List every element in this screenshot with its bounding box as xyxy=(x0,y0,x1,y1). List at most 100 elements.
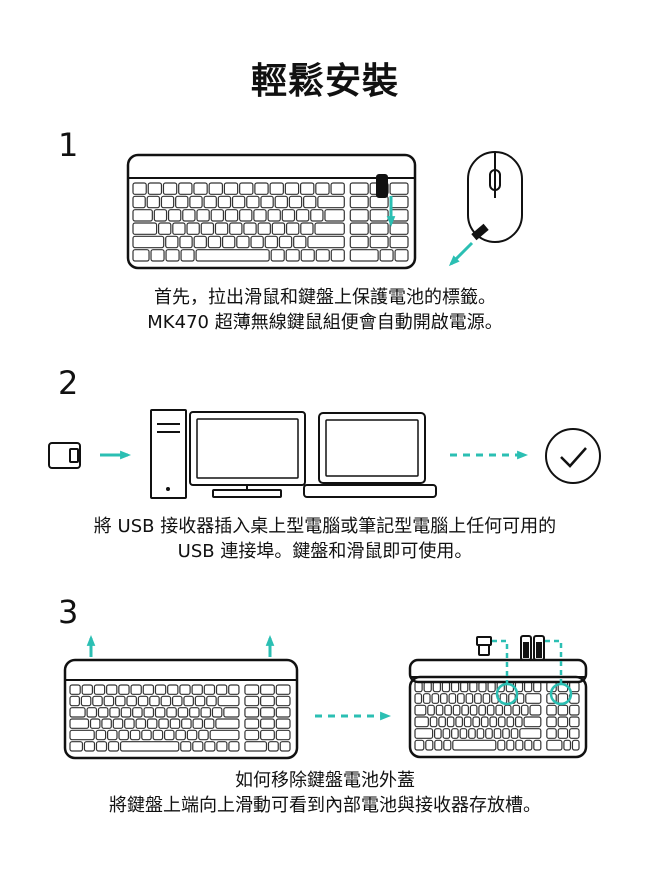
key xyxy=(137,695,149,707)
key xyxy=(307,235,345,249)
key xyxy=(192,718,204,729)
key xyxy=(228,741,240,752)
key xyxy=(157,222,172,235)
numpad-key xyxy=(379,249,394,262)
numpad-key xyxy=(260,707,275,718)
key xyxy=(243,222,257,235)
key xyxy=(414,693,423,704)
key xyxy=(132,182,147,195)
dashed-guide-receiver xyxy=(492,639,509,684)
receiver-slot-highlight xyxy=(495,682,519,706)
key xyxy=(254,182,269,195)
key xyxy=(448,693,457,704)
key xyxy=(179,235,193,249)
mouse-wheel xyxy=(489,169,501,191)
page-title: 輕鬆安裝 xyxy=(250,61,399,102)
key xyxy=(236,235,250,249)
key xyxy=(178,182,193,195)
usb-receiver-icon xyxy=(48,442,81,469)
key xyxy=(198,729,209,741)
key xyxy=(216,741,228,752)
battery-fill xyxy=(523,642,529,658)
slide-up-arrow-right-head xyxy=(265,635,275,646)
battery-slot-highlight xyxy=(549,682,573,706)
step-1-caption: 首先，拉出滑鼠和鍵盤上保護電池的標籤。 MK470 超薄無線鍵鼠組便會自動開啟電… xyxy=(0,285,650,335)
monitor-stand xyxy=(212,489,282,498)
numpad-key xyxy=(389,195,409,209)
key xyxy=(433,728,442,739)
numpad-key xyxy=(557,704,569,716)
key xyxy=(239,182,254,195)
key xyxy=(533,739,542,751)
key xyxy=(132,195,146,209)
step-2-line-1: 將 USB 接收器插入桌上型電腦或筆記型電腦上任何可用的 xyxy=(93,516,557,537)
key xyxy=(179,684,191,695)
numpad-key xyxy=(369,235,389,249)
key xyxy=(114,695,126,707)
key xyxy=(175,729,186,741)
numpad-key xyxy=(557,716,569,728)
numpad-key xyxy=(394,249,409,262)
laptop-screen xyxy=(325,419,419,477)
key xyxy=(182,209,196,222)
key xyxy=(422,693,431,704)
key xyxy=(224,209,239,222)
key xyxy=(189,195,203,209)
key xyxy=(432,681,441,693)
key xyxy=(158,718,169,729)
usb-receiver-plug xyxy=(69,448,79,463)
key xyxy=(180,741,192,752)
key xyxy=(231,195,246,209)
key xyxy=(196,209,210,222)
numpad-key xyxy=(546,739,563,751)
key xyxy=(209,729,240,741)
key xyxy=(450,681,460,693)
key xyxy=(506,716,515,728)
key xyxy=(253,209,267,222)
battery-tab-keyboard xyxy=(376,174,388,198)
numpad-key xyxy=(369,222,389,235)
numpad-key xyxy=(546,728,557,739)
key xyxy=(183,695,194,707)
key xyxy=(486,704,495,716)
numpad-key xyxy=(563,739,572,751)
numpad-key xyxy=(389,222,409,235)
numpad-key xyxy=(275,707,291,718)
key xyxy=(163,729,175,741)
key xyxy=(132,209,153,222)
numpad-key xyxy=(267,741,279,752)
monitor xyxy=(189,411,306,486)
key xyxy=(207,235,222,249)
key xyxy=(160,195,175,209)
step-2-line-2: USB 連接埠。鍵盤和滑鼠即可使用。 xyxy=(177,541,473,562)
key xyxy=(126,695,137,707)
numpad-key xyxy=(349,182,369,195)
key xyxy=(146,195,161,209)
key xyxy=(95,729,107,741)
pull-arrow-keyboard-head xyxy=(386,216,396,227)
key xyxy=(315,182,330,195)
key xyxy=(314,222,345,235)
key xyxy=(97,707,109,718)
key xyxy=(203,195,217,209)
numpad-key xyxy=(571,739,580,751)
numpad-key xyxy=(557,728,569,739)
keyboard-cover-removed xyxy=(408,658,588,684)
key xyxy=(260,195,274,209)
key xyxy=(495,704,504,716)
numpad-key xyxy=(569,716,580,728)
key xyxy=(194,695,206,707)
key xyxy=(191,684,203,695)
numpad-key xyxy=(275,695,291,707)
key xyxy=(132,249,150,262)
key xyxy=(200,222,215,235)
key xyxy=(487,681,496,693)
key xyxy=(502,728,510,739)
key xyxy=(446,716,455,728)
arrow-plug-in-head xyxy=(120,450,131,460)
key xyxy=(206,695,217,707)
key xyxy=(143,707,155,718)
key xyxy=(264,235,279,249)
key xyxy=(478,704,487,716)
key xyxy=(146,718,158,729)
